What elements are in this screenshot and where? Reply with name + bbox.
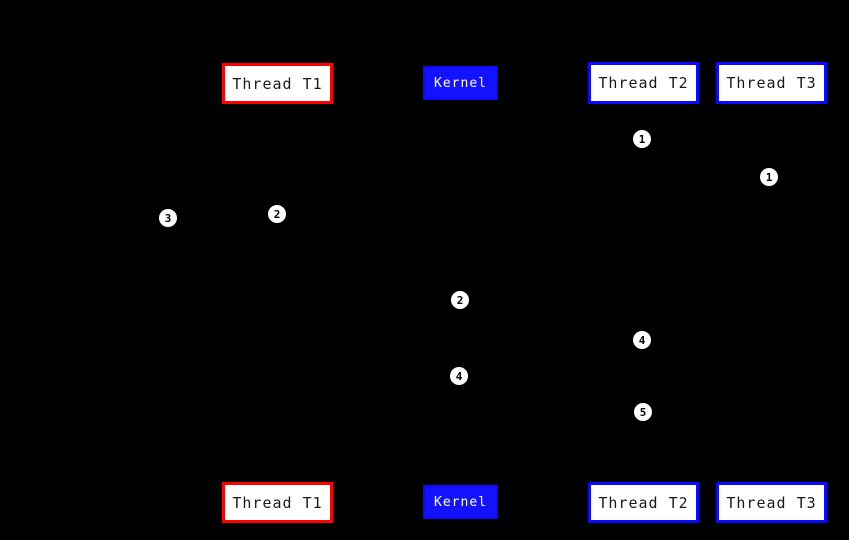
step-marker-1-thread-t3: 1 xyxy=(760,168,778,186)
thread-t1-top-box: Thread T1 xyxy=(222,63,333,104)
thread-t2-bottom-label: Thread T2 xyxy=(598,493,689,512)
step-marker-5-thread-t2: 5 xyxy=(634,403,652,421)
kernel-bottom-box: Kernel xyxy=(423,485,498,519)
thread-t3-bottom-box: Thread T3 xyxy=(716,482,827,523)
step-marker-2-thread-t1: 2 xyxy=(268,205,286,223)
step-marker-1-thread-t2: 1 xyxy=(633,130,651,148)
thread-t3-top-box: Thread T3 xyxy=(716,62,827,104)
step-marker-4-kernel: 4 xyxy=(450,367,468,385)
step-marker-4-thread-t2: 4 xyxy=(633,331,651,349)
kernel-bottom-label: Kernel xyxy=(434,494,487,510)
thread-t1-bottom-label: Thread T1 xyxy=(232,493,323,512)
kernel-top-label: Kernel xyxy=(434,75,487,91)
step-marker-2-kernel: 2 xyxy=(451,291,469,309)
step-marker-3-left: 3 xyxy=(159,209,177,227)
thread-t3-bottom-label: Thread T3 xyxy=(726,493,817,512)
thread-t1-top-label: Thread T1 xyxy=(232,74,323,93)
thread-t3-top-label: Thread T3 xyxy=(726,74,817,92)
thread-t2-bottom-box: Thread T2 xyxy=(588,482,699,523)
kernel-top-box: Kernel xyxy=(423,66,498,100)
thread-t1-bottom-box: Thread T1 xyxy=(222,482,333,523)
thread-t2-top-box: Thread T2 xyxy=(588,62,699,104)
thread-t2-top-label: Thread T2 xyxy=(598,74,689,92)
